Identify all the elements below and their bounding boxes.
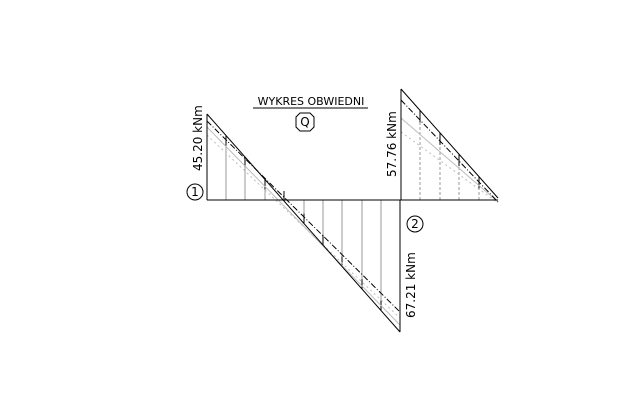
- q-symbol-frame: [295, 112, 315, 132]
- q-symbol-text: Q: [300, 115, 309, 129]
- envelope-line-dotted: [206, 134, 401, 319]
- value-label-bottom-right: 67.21 kNm: [404, 252, 418, 318]
- envelope-line-right-dotted: [400, 131, 499, 204]
- hatching: [225, 110, 480, 311]
- envelope-line-right-max: [400, 88, 499, 199]
- envelope-line-light: [206, 126, 401, 326]
- node-label-1: 1: [191, 185, 199, 199]
- node-marker-1: 1: [186, 183, 204, 201]
- node-marker-2: 2: [406, 215, 424, 233]
- value-label-left-top: 45.20 kNm: [191, 105, 205, 171]
- envelope-line-right-light: [400, 117, 499, 203]
- envelope-lines: [206, 88, 499, 333]
- envelope-line-dashdot: [206, 120, 401, 313]
- diagram-title: WYKRES OBWIEDNI: [258, 95, 365, 108]
- node-circle-1: [186, 183, 204, 201]
- envelope-line-right-dashdot: [400, 99, 499, 203]
- value-label-right-top: 57.76 kNm: [385, 111, 399, 177]
- q-symbol: Q: [295, 112, 315, 132]
- node-circle-2: [406, 215, 424, 233]
- node-label-2: 2: [411, 217, 419, 231]
- envelope-line-max: [206, 113, 401, 333]
